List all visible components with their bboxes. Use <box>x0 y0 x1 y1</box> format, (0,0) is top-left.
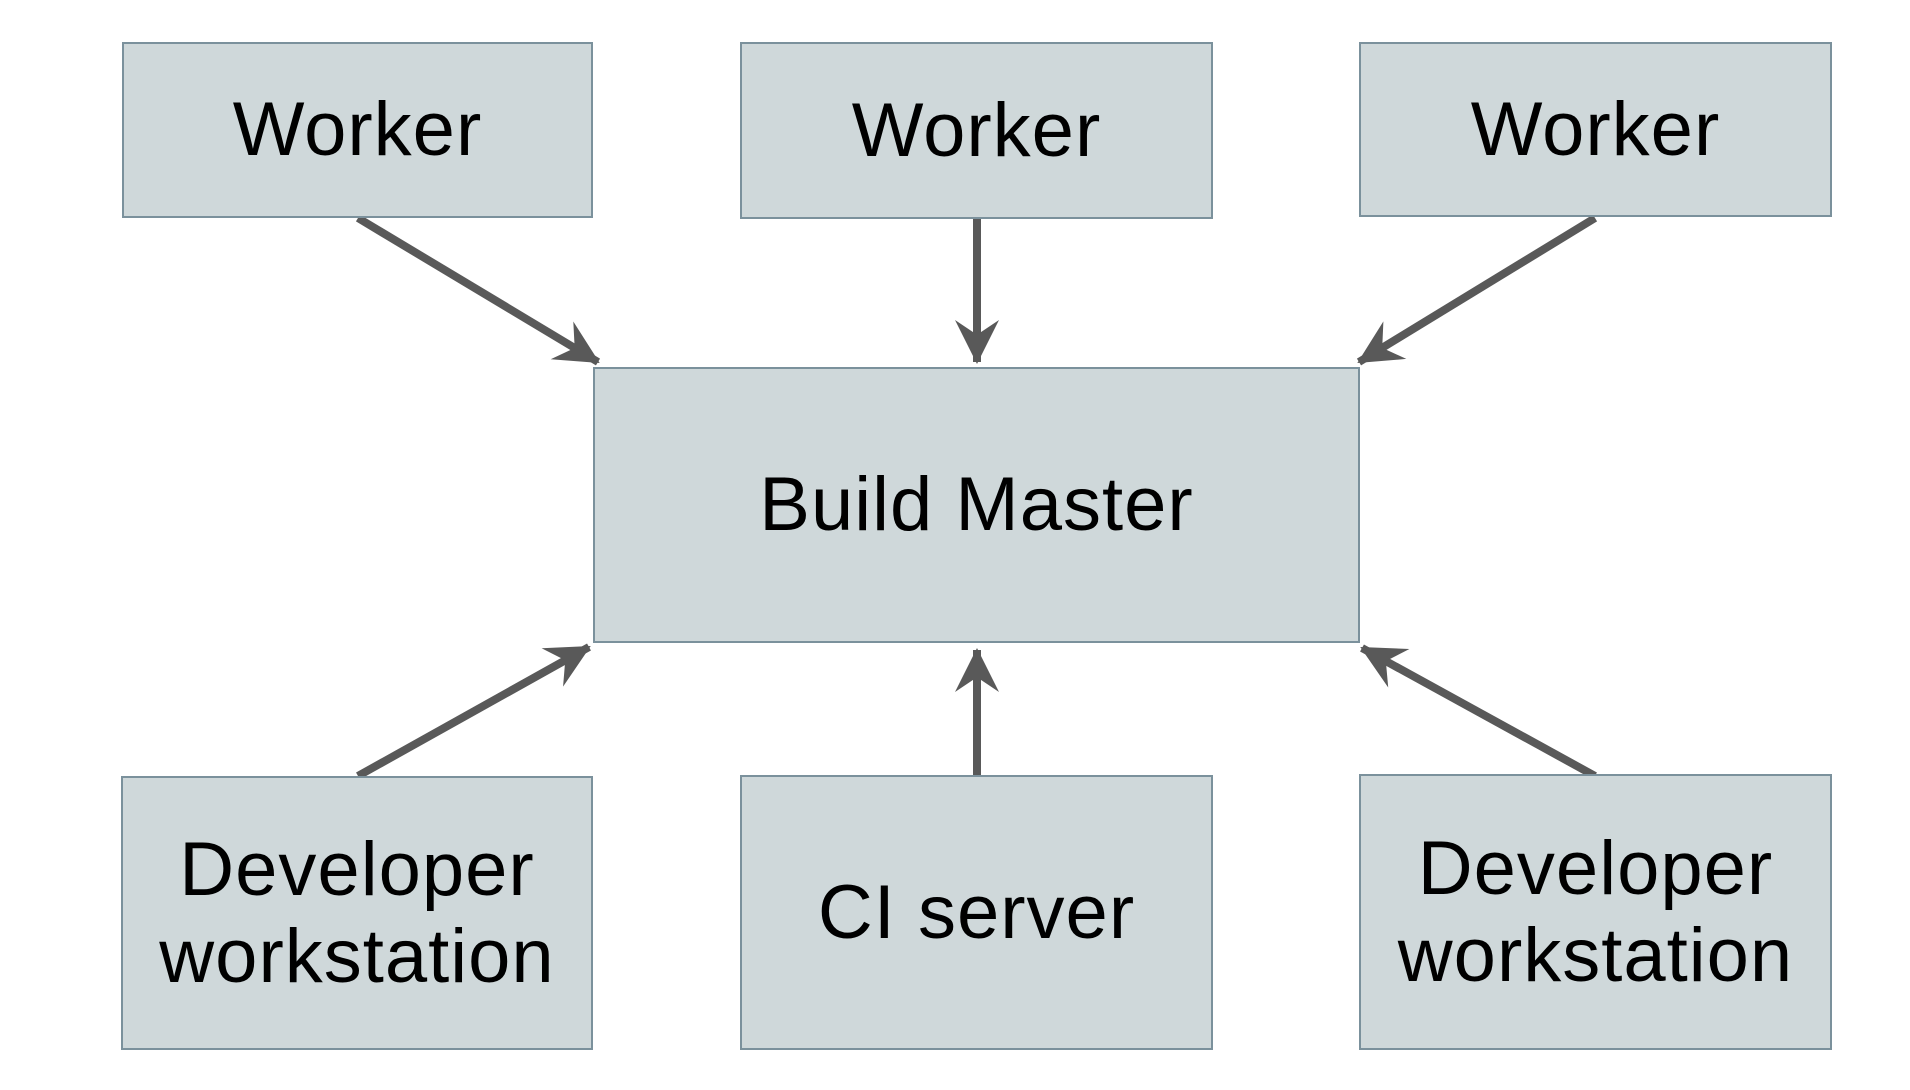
node-worker-3: Worker <box>1359 42 1832 217</box>
node-ci-server: CI server <box>740 775 1213 1050</box>
arrow-worker-1-to-build-master <box>355 214 601 366</box>
arrow-worker-3-to-build-master <box>1356 214 1598 366</box>
node-label: CI server <box>817 869 1136 955</box>
node-developer-workstation-right: Developer workstation <box>1359 774 1832 1050</box>
node-label: Worker <box>232 87 483 173</box>
node-label: Build Master <box>759 462 1194 548</box>
node-build-master: Build Master <box>593 367 1360 643</box>
node-worker-1: Worker <box>122 42 593 218</box>
node-label: Worker <box>1470 86 1721 172</box>
node-label: Developer workstation <box>1397 825 1794 998</box>
node-worker-2: Worker <box>740 42 1213 219</box>
node-developer-workstation-left: Developer workstation <box>121 776 593 1050</box>
arrow-developer-workstation-right-to-build-master <box>1360 644 1597 780</box>
node-label: Worker <box>851 87 1102 173</box>
arrow-developer-workstation-left-to-build-master <box>356 643 591 780</box>
node-label: Developer workstation <box>159 826 555 999</box>
